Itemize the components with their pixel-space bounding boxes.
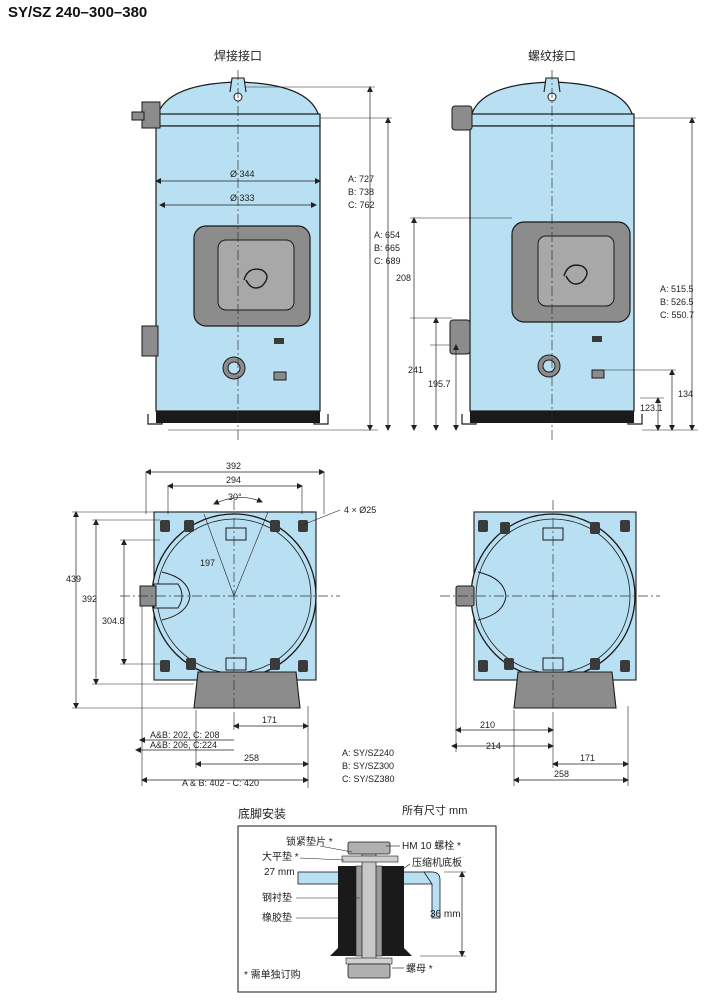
- port-icon: [274, 338, 284, 344]
- radius-197-label: 197: [200, 558, 215, 568]
- height-304-label: 304.8: [102, 616, 125, 626]
- bolt-head-icon: [347, 841, 391, 855]
- lock-washer-label: 锁紧垫片 *: [286, 835, 333, 848]
- thread-view-label: 螺纹接口: [528, 48, 576, 63]
- dim-210-label: 210: [480, 720, 495, 730]
- terminal-box-top: [193, 671, 301, 709]
- height-c-label: C: 762: [348, 200, 375, 210]
- big-washer-label: 大平垫 *: [262, 850, 299, 863]
- mounting-detail: 底脚安装 锁紧垫片 * HM 10 螺栓 * 大平垫 * 压缩机底板 27 mm…: [237, 806, 497, 993]
- height-439-label: 439: [66, 574, 81, 584]
- legend-b: B: SY/SZ300: [342, 761, 394, 771]
- dim-27-label: 27 mm: [264, 867, 295, 878]
- weld-view-label: 焊接接口: [214, 48, 262, 63]
- port-icon: [273, 371, 287, 381]
- legend-c: C: SY/SZ380: [342, 774, 395, 784]
- width-258-label: 258: [244, 753, 259, 763]
- dim-195-label: 195.7: [428, 379, 451, 389]
- dim-36-label: 36 mm: [430, 909, 461, 920]
- height-b2-label: B: 665: [374, 243, 400, 253]
- steel-sleeve-label: 钢衬垫: [262, 891, 292, 904]
- dim-134-label: 134: [678, 389, 693, 399]
- washer-icon: [341, 855, 399, 863]
- page-title: SY/SZ 240–300–380: [8, 4, 148, 21]
- mount-hole-icon: [298, 660, 308, 672]
- height-a-label: A: 727: [348, 174, 374, 184]
- ab402-label: A & B: 402 - C: 420: [182, 778, 259, 788]
- legend-a: A: SY/SZ240: [342, 748, 394, 758]
- base-plate-label: 压缩机底板: [412, 856, 462, 869]
- rubber-label: 橡胶垫: [262, 911, 292, 924]
- top-view-threaded: 210 214 171 258: [440, 500, 660, 786]
- units-label: 所有尺寸 mm: [402, 803, 467, 817]
- width-294-label: 294: [226, 475, 241, 485]
- dim-214-label: 214: [486, 741, 501, 751]
- suction-stub-icon: [141, 325, 159, 357]
- logo-icon: [563, 264, 588, 285]
- top-view-welded: 30° 197 4 × Ø25 392 294 439 392 304.8 17…: [66, 461, 376, 788]
- mount-hole-icon: [160, 520, 170, 532]
- height-c2-label: C: 689: [374, 256, 401, 266]
- rotolock-suction-icon: [449, 319, 471, 355]
- dim-241-label: 241: [408, 365, 423, 375]
- footnote-label: * 需单独订购: [244, 968, 301, 981]
- width-392-label: 392: [226, 461, 241, 471]
- bolt-icon: [361, 851, 377, 971]
- dim-123-label: 123.1: [640, 403, 663, 413]
- front-view-threaded: 螺纹接口 208 241 195.7 A: 515.5: [396, 48, 698, 440]
- dim-171-right-label: 171: [580, 753, 595, 763]
- rotolock-valve-icon: [451, 105, 473, 131]
- nut-icon: [347, 963, 391, 979]
- height-a2-label: A: 654: [374, 230, 400, 240]
- mount-hole-icon: [298, 520, 308, 532]
- mounting-title: 底脚安装: [238, 806, 286, 821]
- logo-icon: [243, 268, 268, 289]
- mount-hole-icon: [160, 660, 170, 672]
- ab206-label: A&B: 206, C:224: [150, 740, 217, 750]
- ab202-label: A&B: 202, C: 208: [150, 730, 220, 740]
- height-392-label: 392: [82, 594, 97, 604]
- height-a3-label: A: 515.5: [660, 284, 694, 294]
- height-c3-label: C: 550.7: [660, 310, 694, 320]
- front-view-welded: 焊接接口 Ø 344 Ø 333: [131, 48, 401, 440]
- bolt-label: HM 10 螺栓 *: [402, 839, 461, 852]
- holes-label: 4 × Ø25: [344, 505, 376, 515]
- discharge-stub-icon: [141, 101, 161, 129]
- dim-208-label: 208: [396, 273, 411, 283]
- dim-258-right-label: 258: [554, 769, 569, 779]
- diameter-344-label: Ø 344: [230, 169, 255, 179]
- width-171-label: 171: [262, 715, 277, 725]
- height-b3-label: B: 526.5: [660, 297, 694, 307]
- angle-30-label: 30°: [228, 492, 242, 502]
- nut-label: 螺母 *: [406, 963, 433, 975]
- diameter-333-label: Ø 333: [230, 193, 255, 203]
- height-b-label: B: 738: [348, 187, 374, 197]
